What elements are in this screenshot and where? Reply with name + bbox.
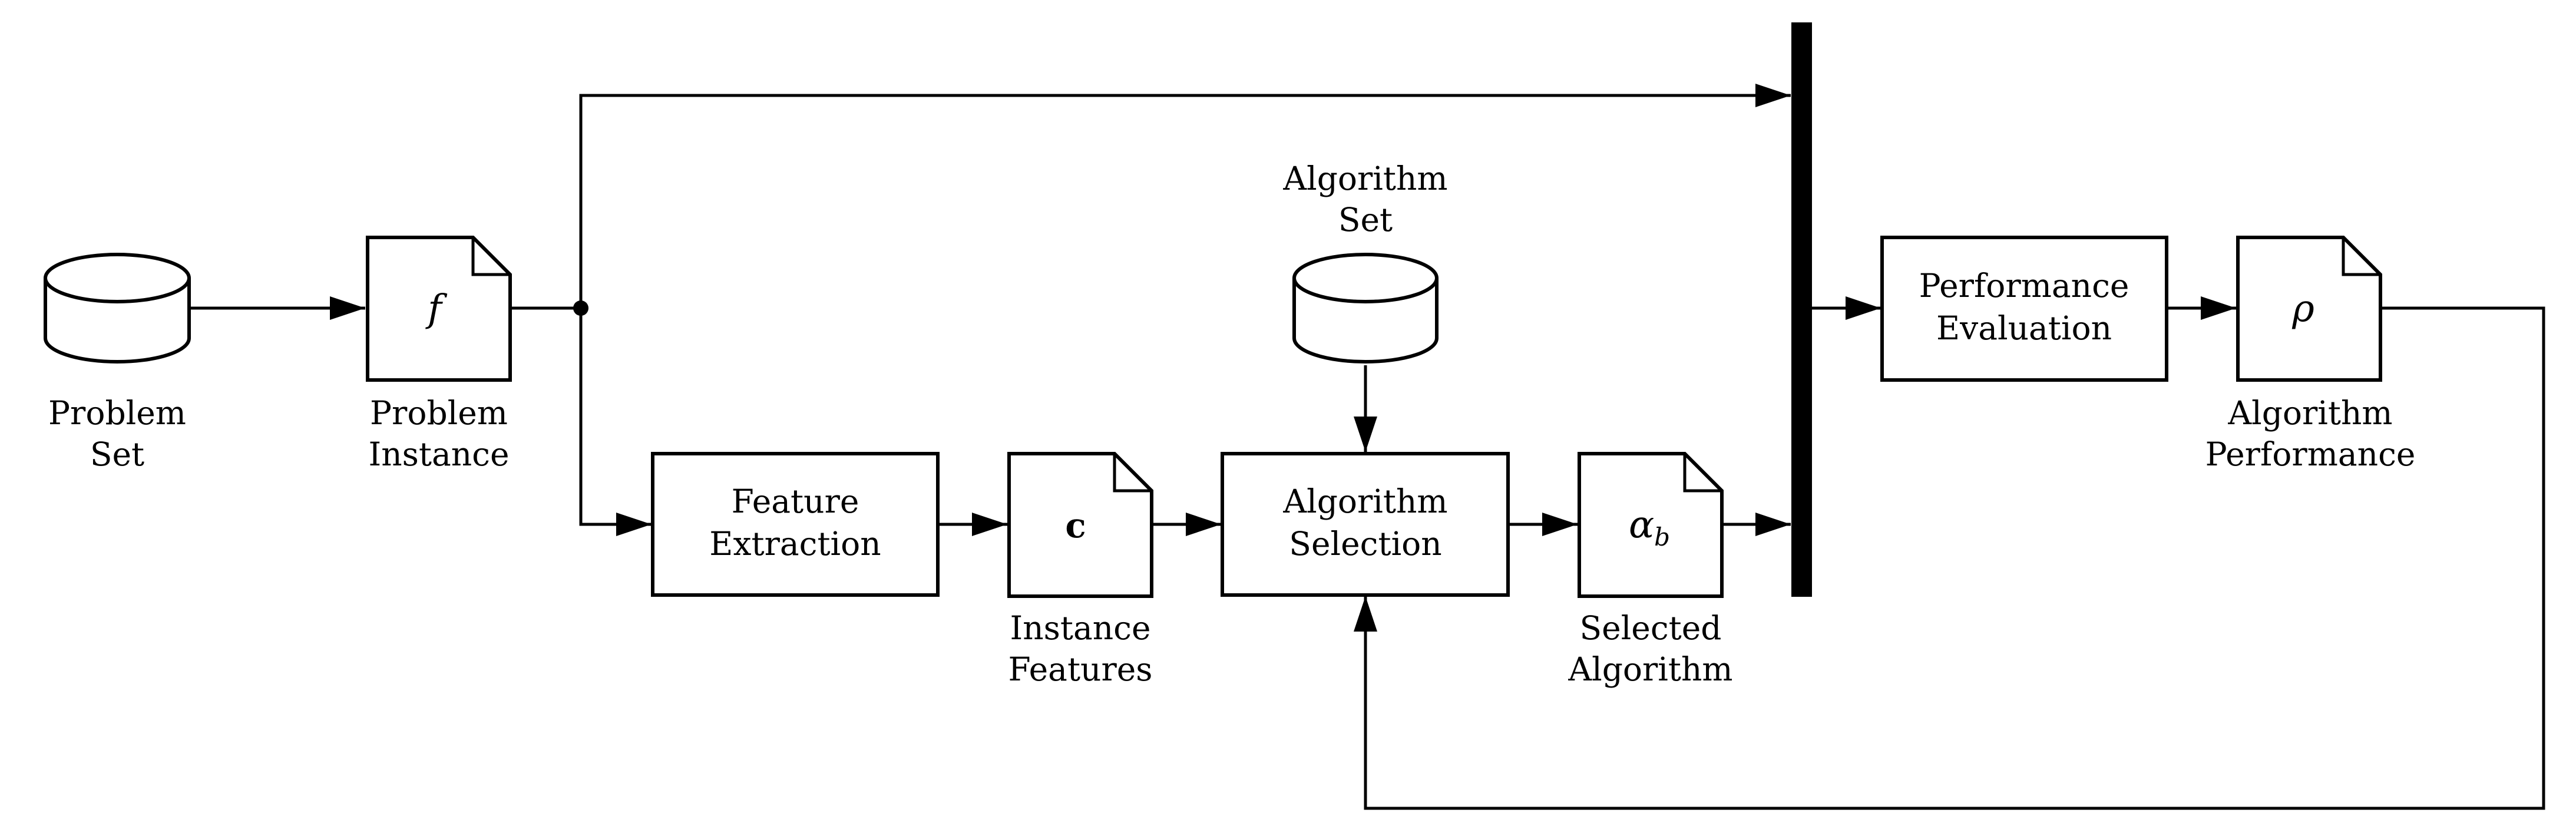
collector-bar bbox=[1791, 22, 1812, 597]
algorithm-performance-document: ρ Algorithm Performance bbox=[2205, 236, 2416, 473]
selected-algorithm-label-2: Algorithm bbox=[1568, 650, 1732, 688]
algorithm-selection-box: Algorithm Selection bbox=[1221, 452, 1510, 597]
instance-features-label-1: Instance bbox=[1010, 609, 1150, 647]
instance-features-label-2: Features bbox=[1008, 650, 1152, 688]
algorithm-performance-label-2: Performance bbox=[2205, 435, 2416, 473]
selected-algorithm-symbol: αb bbox=[1629, 503, 1670, 551]
arrow-junction-to-feature-extraction bbox=[579, 308, 652, 536]
performance-evaluation-line-1: Performance bbox=[1919, 267, 2129, 305]
algorithm-selection-line-1: Algorithm bbox=[1282, 483, 1447, 520]
selected-algorithm-label-1: Selected bbox=[1579, 609, 1721, 647]
arrow-junction-to-collector bbox=[579, 84, 1791, 308]
algorithm-performance-symbol: ρ bbox=[2291, 287, 2314, 331]
feature-extraction-line-2: Extraction bbox=[709, 525, 881, 563]
problem-instance-document: f Problem Instance bbox=[366, 236, 512, 473]
problem-instance-label-2: Instance bbox=[368, 435, 509, 473]
algorithm-set-label-2: Set bbox=[1338, 201, 1393, 239]
algorithm-performance-label-1: Algorithm bbox=[2227, 394, 2392, 432]
problem-set-label-1: Problem bbox=[48, 394, 186, 432]
feature-extraction-box: Feature Extraction bbox=[651, 452, 940, 597]
instance-features-symbol: c bbox=[1065, 505, 1086, 546]
problem-set-database: Problem Set bbox=[44, 253, 191, 473]
problem-instance-label-1: Problem bbox=[370, 394, 508, 432]
performance-evaluation-line-2: Evaluation bbox=[1936, 309, 2112, 347]
algorithm-set-database: Algorithm Set bbox=[1282, 160, 1448, 364]
instance-features-document: c Instance Features bbox=[1007, 452, 1153, 688]
performance-evaluation-box: Performance Evaluation bbox=[1880, 236, 2168, 382]
algorithm-set-label-1: Algorithm bbox=[1282, 160, 1447, 197]
connectors bbox=[189, 84, 2545, 810]
problem-set-label-2: Set bbox=[90, 435, 144, 473]
selected-algorithm-document: αb Selected Algorithm bbox=[1568, 452, 1733, 688]
arrow-feedback-to-selection bbox=[1354, 306, 2545, 810]
algorithm-selection-line-2: Selection bbox=[1289, 525, 1441, 563]
feature-extraction-line-1: Feature bbox=[732, 483, 859, 520]
